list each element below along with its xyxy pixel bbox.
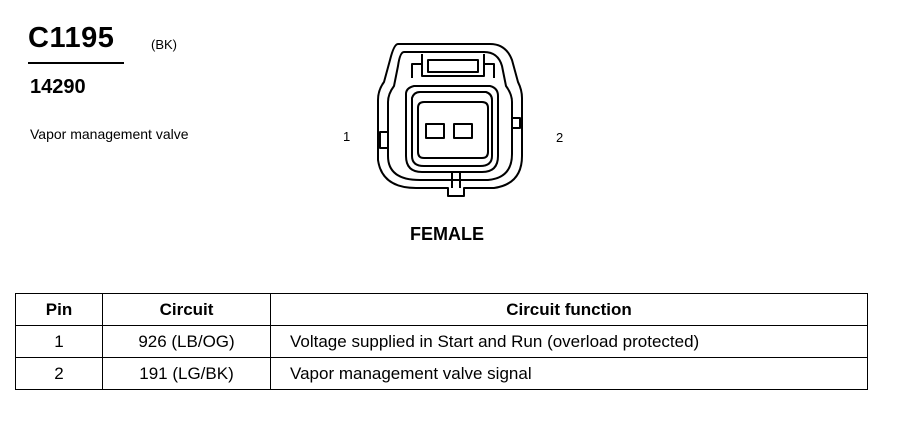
connector-gender: FEMALE	[410, 224, 484, 244]
connector-cavity-body	[405, 85, 499, 173]
function-cell: Vapor management valve signal	[270, 357, 868, 390]
side-tab-left	[379, 131, 388, 149]
header-pin: Pin	[15, 293, 103, 326]
bottom-key	[451, 172, 461, 188]
header-circuit-function: Circuit function	[270, 293, 868, 326]
circuit-cell: 191 (LG/BK)	[102, 357, 271, 390]
pin-cell: 2	[15, 357, 103, 390]
pin-table: Pin Circuit Circuit function 1 926 (LB/O…	[15, 293, 868, 390]
connector-inner-outline	[387, 51, 513, 181]
function-cell: Voltage supplied in Start and Run (overl…	[270, 325, 868, 358]
connector-face-diagram	[377, 43, 523, 197]
connector-id: C1195	[28, 22, 115, 54]
header-circuit: Circuit	[102, 293, 271, 326]
terminal-2	[453, 123, 473, 139]
connector-description: Vapor management valve	[30, 126, 189, 142]
part-number: 14290	[30, 76, 86, 98]
circuit-cell: 926 (LB/OG)	[102, 325, 271, 358]
pin-table-header-row: Pin Circuit Circuit function	[15, 293, 868, 326]
connector-color-code: (BK)	[151, 37, 177, 52]
pin-label-1: 1	[343, 129, 351, 144]
pin-cell: 1	[15, 325, 103, 358]
connector-outer-housing	[377, 43, 523, 197]
terminal-1	[425, 123, 445, 139]
table-row: 2 191 (LG/BK) Vapor management valve sig…	[15, 357, 868, 390]
table-row: 1 926 (LB/OG) Voltage supplied in Start …	[15, 325, 868, 358]
side-tab-right	[512, 117, 521, 129]
pin-label-2: 2	[556, 130, 564, 145]
connector-id-underline	[28, 62, 124, 64]
